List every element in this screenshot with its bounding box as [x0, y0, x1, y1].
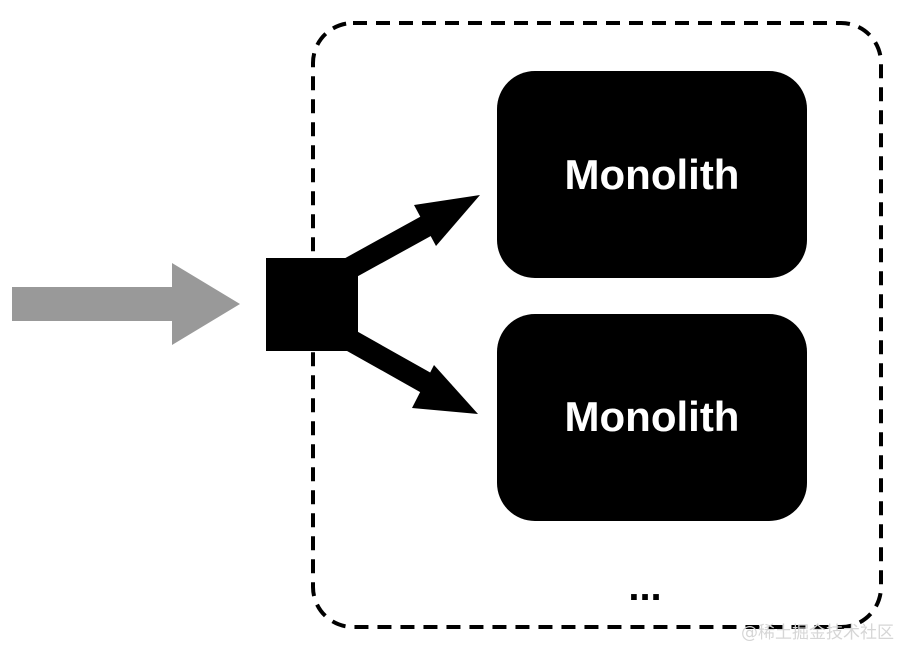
arrow-to-upper-monolith: [344, 195, 480, 278]
incoming-arrow: [12, 263, 240, 345]
monolith-box: [497, 71, 807, 278]
monolith-node: Monolith: [497, 314, 807, 521]
watermark: @稀土掘金技术社区: [741, 623, 894, 643]
monolith-label: Monolith: [565, 393, 740, 440]
monolith-node: Monolith: [497, 71, 807, 278]
monolith-box: [497, 314, 807, 521]
monolith-label: Monolith: [565, 151, 740, 198]
more-instances-ellipsis: ...: [628, 565, 661, 609]
router-square: [266, 258, 358, 351]
arrow-to-lower-monolith: [344, 330, 478, 414]
dashed-container-boundary: [311, 21, 883, 629]
